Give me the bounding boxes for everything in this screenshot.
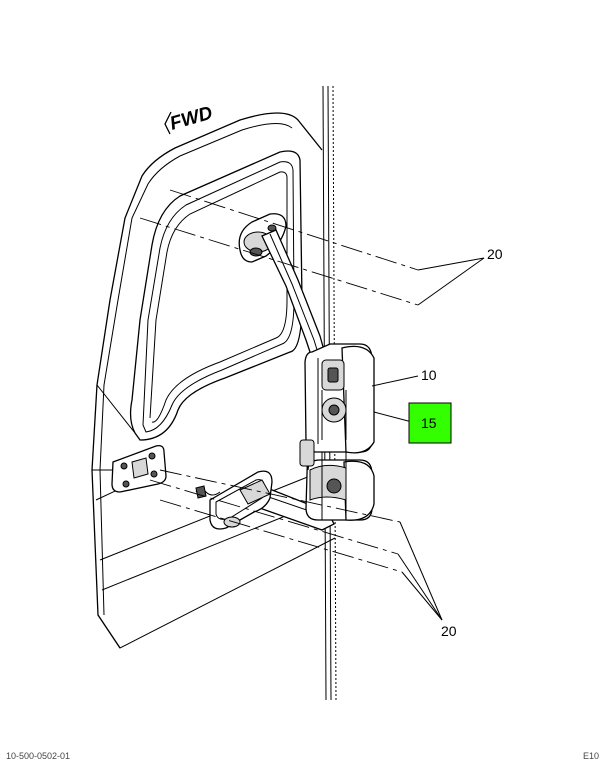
cab-door <box>91 85 337 701</box>
fwd-label: FWD <box>168 103 216 135</box>
fwd-arrow-icon <box>164 111 172 135</box>
callout-20-lower: 20 <box>441 623 457 639</box>
fwd-direction-indicator: FWD <box>164 103 216 135</box>
callout-15: 15 <box>421 415 437 431</box>
main-mirror-head <box>304 343 375 454</box>
callout-15-box[interactable] <box>408 402 452 444</box>
callout-10: 10 <box>421 367 437 383</box>
footer-code: E10 <box>583 751 599 761</box>
spot-mirror-head <box>299 439 375 521</box>
lower-reference-lines <box>149 469 403 573</box>
leader-lines <box>371 257 485 621</box>
lower-mount-bracket <box>195 470 273 530</box>
footer-part-number: 10-500-0502-01 <box>6 751 70 761</box>
callout-20-upper: 20 <box>487 246 503 262</box>
upper-reference-lines <box>139 189 419 306</box>
door-mount-plate <box>111 444 167 493</box>
callout-15-highlight[interactable]: 15 <box>408 402 452 444</box>
